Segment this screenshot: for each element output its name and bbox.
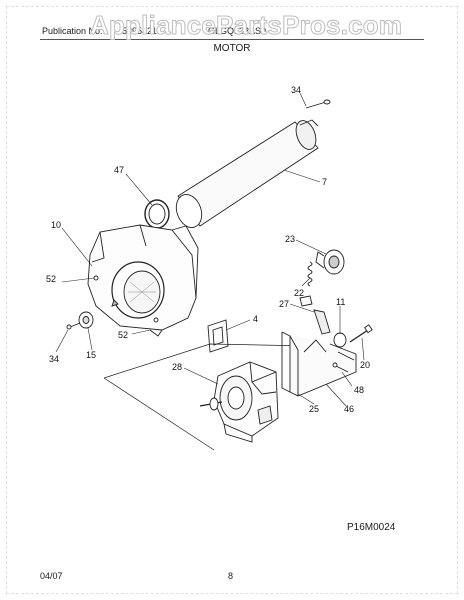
callout-52-bottom: 52 <box>118 330 128 340</box>
callout-34-bottom: 34 <box>49 354 59 364</box>
callout-46: 46 <box>344 404 354 414</box>
model-number: GLGQ332AS0 <box>208 26 267 36</box>
publication-label: Publication No. <box>42 26 103 36</box>
idler-bracket-27 <box>299 295 331 335</box>
idler-arm-46 <box>281 331 357 397</box>
idler-pulley <box>315 249 345 275</box>
drive-motor <box>199 361 279 443</box>
mounting-plane-outline <box>103 343 311 451</box>
callout-25: 25 <box>309 404 319 414</box>
callout-11: 11 <box>336 297 345 307</box>
idler-spring <box>307 261 313 287</box>
screw-34-top <box>305 99 331 109</box>
callout-4: 4 <box>253 314 258 324</box>
callout-52-left: 52 <box>46 274 56 284</box>
figure-id: P16M0024 <box>347 522 396 533</box>
footer-date: 04/07 <box>40 571 63 581</box>
callout-48: 48 <box>354 385 364 395</box>
callout-15: 15 <box>86 350 96 360</box>
publication-number: 5995421 <box>122 26 158 36</box>
screw-48 <box>332 362 349 373</box>
callout-22: 22 <box>294 288 304 298</box>
callout-20: 20 <box>360 360 370 370</box>
callout-34-top: 34 <box>291 85 301 95</box>
page-border <box>6 6 458 594</box>
callout-28: 28 <box>172 362 182 372</box>
callout-23: 23 <box>285 234 295 244</box>
blower-housing <box>87 224 199 337</box>
pivot-bolt-20 <box>349 324 373 343</box>
section-title: MOTOR <box>213 43 251 54</box>
watermark: AppliancePartsPros.com <box>89 10 403 41</box>
header-rule <box>40 39 424 40</box>
exhaust-duct <box>175 119 319 228</box>
idler-bearing-11 <box>333 332 347 348</box>
motor-mount-4 <box>207 319 229 353</box>
duct-seal <box>144 199 170 229</box>
callout-10: 10 <box>51 220 61 230</box>
callout-leaders <box>55 92 365 407</box>
footer-page-number: 8 <box>228 571 234 581</box>
callout-47: 47 <box>114 165 124 175</box>
callout-7: 7 <box>322 177 327 187</box>
bearing-15 <box>66 311 94 330</box>
callout-27: 27 <box>279 299 289 309</box>
callout-labels: 34 7 47 10 52 23 22 27 11 4 52 34 15 20 … <box>46 85 370 414</box>
